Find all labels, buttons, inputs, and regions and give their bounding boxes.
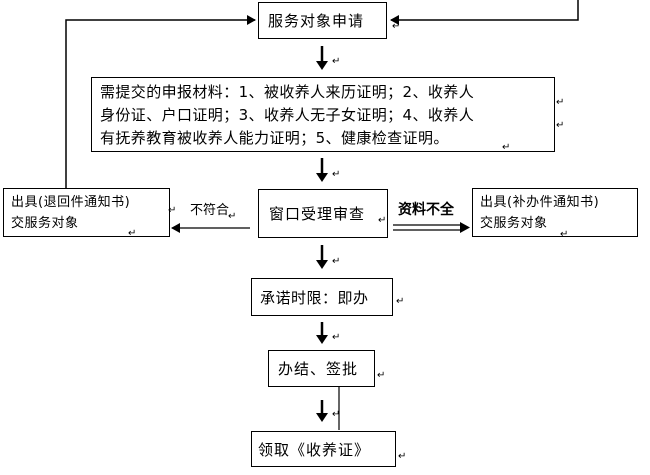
paragraph-mark: ↵: [332, 332, 341, 343]
window-review-label: 窗口受理审查: [269, 205, 366, 223]
paragraph-mark: ↵: [392, 21, 401, 32]
paragraph-mark: ↵: [332, 56, 341, 67]
return-notice-line-2: 交服务对象: [11, 216, 79, 231]
node-window-review: 窗口受理审查: [258, 189, 388, 238]
paragraph-mark: ↵: [228, 211, 237, 222]
paragraph-mark: ↵: [332, 409, 341, 420]
edge-label-not-compliant: 不符合: [190, 203, 230, 218]
node-apply: 服务对象申请: [258, 2, 387, 39]
paragraph-mark: ↵: [332, 256, 341, 267]
loop-line-left: [65, 15, 256, 188]
node-approve: 办结、签批: [268, 350, 375, 387]
loop-line-right: [390, 0, 579, 25]
approve-label: 办结、签批: [278, 360, 359, 378]
promise-label: 承诺时限：即办: [260, 289, 369, 307]
node-receive: 领取《收养证》: [251, 431, 396, 467]
receive-label: 领取《收养证》: [258, 441, 371, 459]
paragraph-mark: ↵: [556, 120, 565, 131]
return-notice-line-1: 出具(退回件通知书): [11, 195, 131, 210]
paragraph-mark: ↵: [398, 451, 407, 462]
materials-line-1: 需提交的申报材料：1、被收养人来历证明；2、收养人: [100, 83, 475, 101]
paragraph-mark: ↵: [332, 169, 341, 180]
supplement-notice-line-1: 出具(补办件通知书): [480, 195, 600, 210]
paragraph-mark: ↵: [128, 228, 137, 239]
paragraph-mark: ↵: [560, 229, 569, 240]
supplement-notice-line-2: 交服务对象: [480, 216, 548, 231]
node-materials: 需提交的申报材料：1、被收养人来历证明；2、收养人 身份证、户口证明；3、收养人…: [91, 77, 555, 152]
node-supplement-notice: 出具(补办件通知书) 交服务对象: [472, 188, 638, 237]
paragraph-mark: ↵: [396, 296, 405, 307]
paragraph-mark: ↵: [168, 205, 177, 216]
node-return-notice: 出具(退回件通知书) 交服务对象: [3, 188, 170, 237]
paragraph-mark: ↵: [556, 97, 565, 108]
paragraph-mark: ↵: [378, 215, 387, 226]
paragraph-mark: ↵: [502, 142, 511, 153]
materials-line-3: 有抚养教育被收养人能力证明；5、健康检查证明。: [100, 129, 449, 147]
paragraph-mark: ↵: [377, 370, 386, 381]
materials-line-2: 身份证、户口证明；3、收养人无子女证明；4、收养人: [100, 106, 475, 124]
node-apply-label: 服务对象申请: [268, 12, 365, 30]
node-promise: 承诺时限：即办: [251, 278, 393, 316]
edge-label-incomplete: 资料不全: [398, 202, 454, 218]
